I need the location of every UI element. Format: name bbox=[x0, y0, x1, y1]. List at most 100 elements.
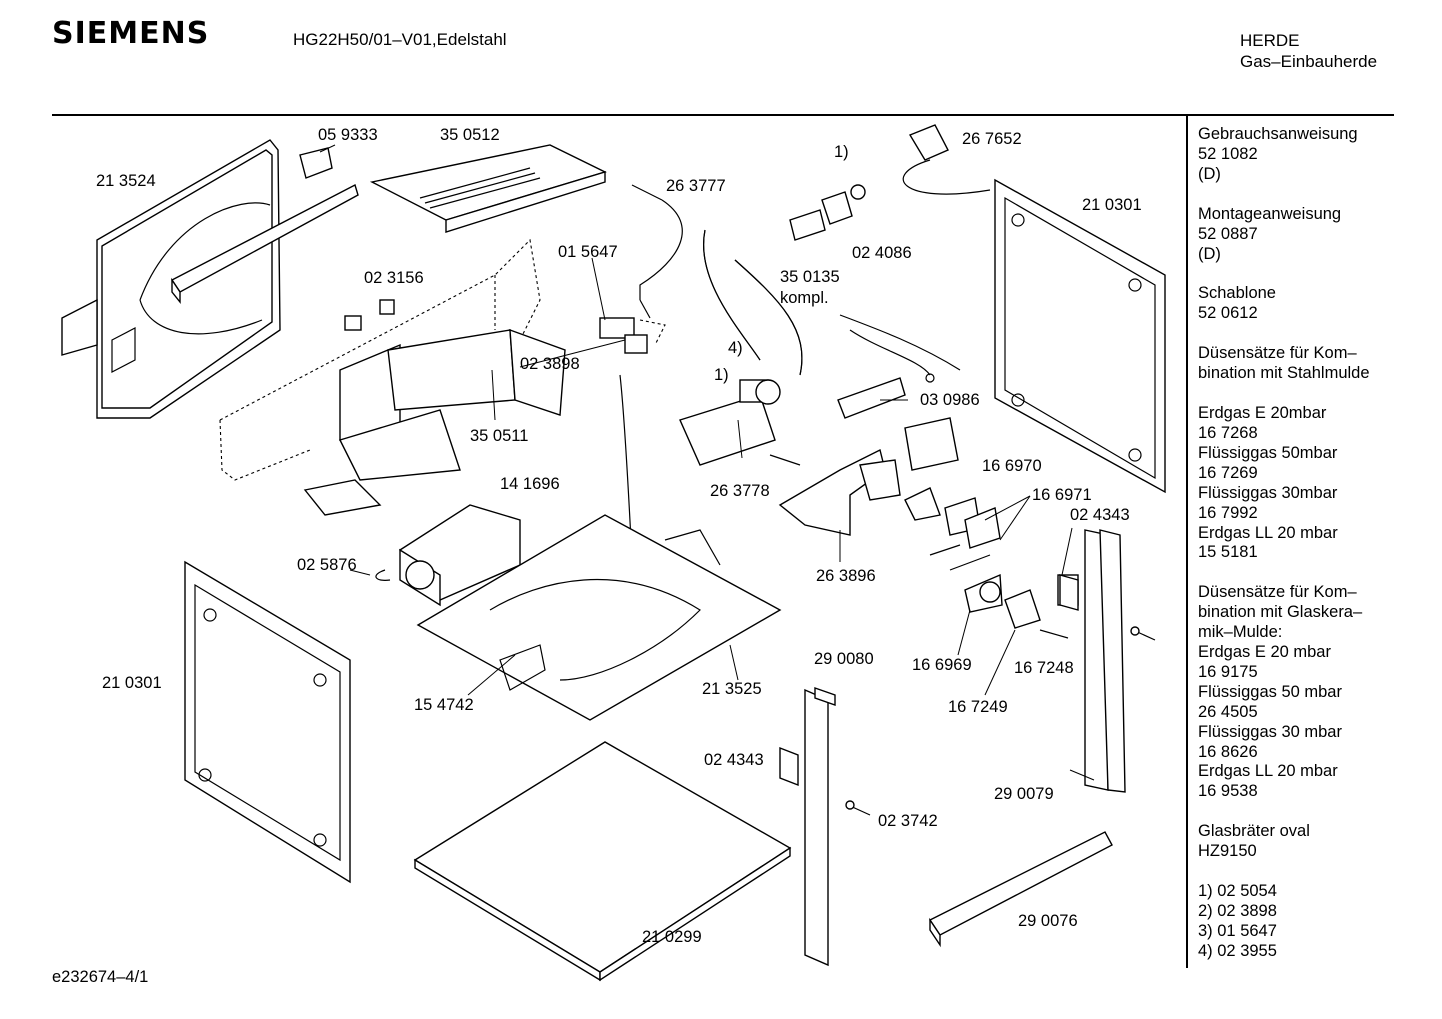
sidebar-block: Düsensätze für Kom–bination mit Stahlmul… bbox=[1198, 344, 1398, 384]
capillary-tube-drawing bbox=[599, 184, 683, 354]
housing-drawing bbox=[339, 299, 566, 481]
sidebar-line: 52 0887 bbox=[1198, 224, 1258, 243]
part-label: 29 0076 bbox=[1018, 912, 1078, 930]
sidebar-line: 16 9538 bbox=[1198, 782, 1258, 801]
part-label: kompl. bbox=[780, 289, 829, 307]
motor-drawing bbox=[375, 504, 521, 607]
sidebar-divider bbox=[1186, 116, 1188, 968]
footnote-marker: 4) bbox=[728, 339, 743, 357]
sidebar-line: Erdgas LL 20 mbar bbox=[1198, 523, 1338, 542]
sidebar-line: 26 4505 bbox=[1198, 702, 1258, 721]
leader-lines bbox=[349, 257, 1095, 781]
part-label: 26 3778 bbox=[710, 482, 770, 500]
footnote-marker: 1) bbox=[714, 366, 729, 384]
front-rail-right-drawing bbox=[1059, 529, 1126, 793]
front-rail-left-drawing bbox=[779, 687, 836, 967]
sidebar-line: (D) bbox=[1198, 164, 1221, 183]
sidebar-line: bination mit Glaskera– bbox=[1198, 603, 1363, 622]
back-panel-drawing bbox=[61, 139, 281, 419]
part-label: 16 6969 bbox=[912, 656, 972, 674]
sidebar-line: Erdgas LL 20 mbar bbox=[1198, 762, 1338, 781]
left-side-panel-drawing bbox=[184, 560, 351, 884]
sidebar-line: Gebrauchsanweisung bbox=[1198, 125, 1358, 143]
part-label: 02 4343 bbox=[1070, 506, 1130, 524]
part-label: 29 0080 bbox=[814, 650, 874, 668]
part-label: 21 0301 bbox=[102, 674, 162, 692]
bracket-drawing bbox=[170, 144, 359, 304]
sidebar-line: 16 8626 bbox=[1198, 742, 1258, 761]
footnote-marker: 1) bbox=[834, 143, 849, 161]
sidebar-line: mik–Mulde: bbox=[1198, 623, 1283, 642]
brand-logo: SIEMENS bbox=[52, 16, 210, 51]
model-number: HG22H50/01–V01,Edelstahl bbox=[293, 30, 507, 49]
gas-hose-drawing bbox=[703, 184, 866, 376]
part-label: 16 7249 bbox=[948, 698, 1008, 716]
part-label: 14 1696 bbox=[500, 475, 560, 493]
part-label: 05 9333 bbox=[318, 126, 378, 144]
sidebar-line: 2) 02 3898 bbox=[1198, 902, 1277, 920]
sidebar-line: Flüssiggas 50 mbar bbox=[1198, 682, 1342, 701]
part-label: 15 4742 bbox=[414, 696, 474, 714]
floor-panel-drawing bbox=[416, 514, 782, 721]
sidebar-line: 16 7268 bbox=[1198, 423, 1258, 442]
sidebar-line: Montageanweisung bbox=[1198, 204, 1342, 223]
power-plug-drawing bbox=[902, 124, 991, 195]
sidebar-line: 52 0612 bbox=[1198, 304, 1258, 323]
part-label: 26 3777 bbox=[666, 177, 726, 195]
gas-valve-drawing bbox=[619, 374, 801, 561]
sidebar-line: Düsensätze für Kom– bbox=[1198, 344, 1357, 363]
sidebar-line: 16 9175 bbox=[1198, 662, 1258, 681]
part-label: 02 3898 bbox=[520, 355, 580, 373]
part-label: 03 0986 bbox=[920, 391, 980, 409]
part-label: 21 0301 bbox=[1082, 196, 1142, 214]
sidebar-line: Flüssiggas 30mbar bbox=[1198, 483, 1338, 502]
part-label: 02 5876 bbox=[297, 556, 357, 574]
part-label: 29 0079 bbox=[994, 785, 1054, 803]
part-label: 21 3524 bbox=[96, 172, 156, 190]
sidebar-line: Glasbräter oval bbox=[1198, 822, 1310, 841]
product-category: HERDE Gas–Einbauherde bbox=[1240, 30, 1377, 72]
category-line: HERDE bbox=[1240, 31, 1300, 50]
part-label: 35 0511 bbox=[470, 427, 529, 445]
part-label: 26 3896 bbox=[816, 567, 876, 585]
sidebar-line: 1) 02 5054 bbox=[1198, 882, 1277, 901]
sidebar-line: Schablone bbox=[1198, 284, 1276, 303]
screw-drawing bbox=[845, 626, 1156, 816]
sidebar-block: Düsensätze für Kom–bination mit Glaskera… bbox=[1198, 583, 1398, 802]
part-label: 21 3525 bbox=[702, 680, 762, 698]
sidebar-line: Flüssiggas 50mbar bbox=[1198, 443, 1338, 462]
sidebar-line: Erdgas E 20mbar bbox=[1198, 404, 1327, 423]
trim-strip-drawing bbox=[928, 831, 1113, 948]
part-label: 02 3156 bbox=[364, 269, 424, 287]
sidebar-line: (D) bbox=[1198, 244, 1221, 263]
sidebar-line: Flüssiggas 30 mbar bbox=[1198, 722, 1342, 741]
sidebar-line: 16 7992 bbox=[1198, 503, 1258, 522]
sidebar-line: Düsensätze für Kom– bbox=[1198, 583, 1357, 602]
right-side-panel-drawing bbox=[994, 178, 1166, 494]
header-divider bbox=[52, 114, 1394, 116]
valve-bracket-drawing bbox=[778, 448, 941, 536]
sidebar-line: bination mit Stahlmulde bbox=[1198, 364, 1370, 383]
sidebar-line: 52 1082 bbox=[1198, 144, 1258, 163]
wiring-drawing bbox=[837, 314, 961, 471]
small-bracket-drawing bbox=[303, 479, 382, 516]
dashed-frame-drawing bbox=[219, 238, 541, 481]
part-label: 01 5647 bbox=[558, 243, 618, 261]
microswitch-drawing bbox=[929, 497, 1001, 571]
part-label: 26 7652 bbox=[962, 130, 1022, 148]
sidebar-line: 3) 01 5647 bbox=[1198, 921, 1277, 940]
part-label: 16 6970 bbox=[982, 457, 1042, 475]
sidebar-line: 15 5181 bbox=[1198, 543, 1258, 562]
drawing-code: e232674–4/1 bbox=[52, 968, 149, 986]
part-label: 02 4343 bbox=[704, 751, 764, 769]
sidebar-line: 16 7269 bbox=[1198, 463, 1258, 482]
sidebar-line: 4) 02 3955 bbox=[1198, 941, 1277, 960]
part-label: 02 4086 bbox=[852, 244, 912, 262]
